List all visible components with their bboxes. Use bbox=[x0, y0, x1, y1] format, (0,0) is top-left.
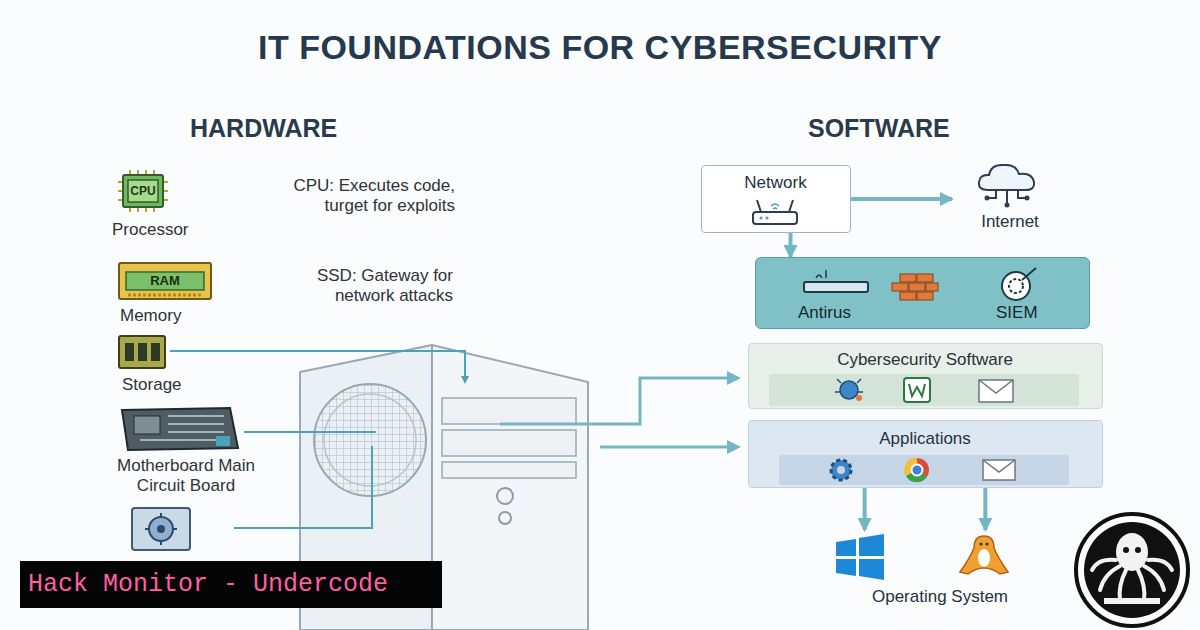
cybersecurity-software-box: Cybersecurity Software bbox=[748, 343, 1103, 409]
os-logos bbox=[832, 532, 1042, 582]
node-text: Internet bbox=[952, 212, 1068, 232]
network-box: Network bbox=[701, 165, 851, 233]
watermark: Hack Monitor - Undercode bbox=[20, 561, 442, 608]
security-band: Antirus SIEM bbox=[755, 257, 1090, 329]
storage-drive: Storage bbox=[118, 335, 166, 369]
node-text: Storage bbox=[122, 375, 182, 395]
undercode-logo bbox=[1076, 514, 1188, 626]
node-subtext: SIEM bbox=[996, 303, 1038, 323]
node-subtext: Memory bbox=[120, 306, 181, 326]
callout-note: CPU: Executes code, turget for exploits bbox=[250, 176, 455, 215]
diagram-title: IT FOUNDATIONS FOR CYBERSECURITY bbox=[0, 28, 1200, 67]
node-text: Applications bbox=[749, 429, 1102, 449]
section-heading: SOFTWARE bbox=[808, 114, 950, 143]
node-text: Operating System bbox=[812, 587, 1068, 607]
node-text: Antirus bbox=[798, 303, 851, 323]
node-text: Motherboard Main Circuit Board bbox=[98, 456, 274, 495]
ram-module: RAMMemory bbox=[118, 262, 212, 300]
flow-arrow bbox=[983, 488, 987, 530]
node-text: Cybersecurity Software bbox=[749, 350, 1102, 370]
cloud-icon bbox=[974, 160, 1040, 208]
node-text: RAM bbox=[118, 262, 212, 300]
cpu-chip: CPUProcessor bbox=[118, 170, 168, 212]
motherboard-icon bbox=[120, 406, 240, 452]
application-icons bbox=[779, 455, 1069, 485]
internet-node: Internet bbox=[952, 160, 1068, 236]
flow-arrow bbox=[863, 488, 867, 530]
software-icons bbox=[769, 374, 1079, 406]
network-card-icon bbox=[132, 508, 190, 550]
applications-box: Applications bbox=[748, 420, 1103, 488]
storage-icon bbox=[118, 335, 166, 369]
node-subtext: Processor bbox=[112, 220, 189, 240]
section-heading: HARDWARE bbox=[190, 114, 337, 143]
node-text: CPU bbox=[118, 170, 168, 212]
flow-arrow bbox=[789, 233, 793, 257]
security-icons bbox=[786, 266, 1076, 302]
tower-arrows bbox=[500, 378, 738, 447]
callout-note: SSD: Gateway for network attacks bbox=[268, 266, 453, 305]
flow-arrow bbox=[851, 197, 953, 201]
router-icon bbox=[747, 198, 803, 228]
operating-system-node: Operating System bbox=[812, 530, 1068, 612]
node-text: Network bbox=[702, 173, 850, 193]
motherboard: Motherboard Main Circuit Board bbox=[120, 406, 240, 452]
